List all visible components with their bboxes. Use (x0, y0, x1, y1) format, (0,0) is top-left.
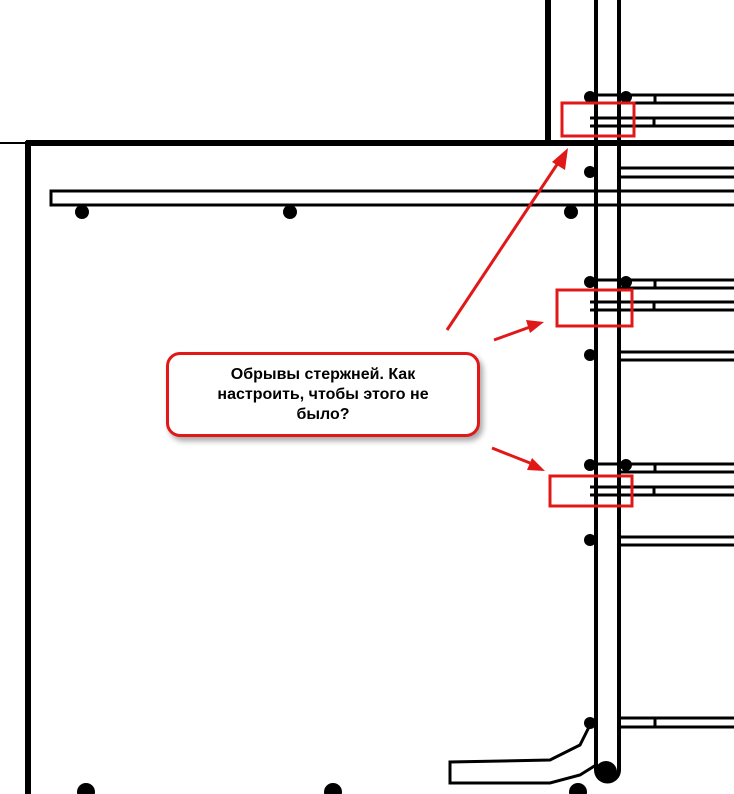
arrow-head-3 (527, 458, 545, 471)
highlight-box-1 (560, 101, 636, 138)
arrow-head-2 (526, 320, 544, 333)
stirrup-group-1 (590, 93, 734, 179)
annotation-text: Обрывы стержней. Как настроить, чтобы эт… (217, 365, 429, 423)
arrow-2 (493, 325, 531, 342)
stirrup-group-4 (619, 716, 734, 729)
rebar-dots (75, 91, 632, 794)
arrow-1 (445, 159, 562, 331)
bent-rebar (448, 724, 597, 785)
horizontal-rebar (49, 189, 734, 207)
stirrup-group-2 (590, 278, 734, 362)
highlight-box-2 (555, 288, 634, 328)
highlight-box-3 (548, 474, 634, 508)
stirrup-group-3 (590, 462, 734, 547)
arrow-head-1 (552, 148, 568, 170)
arrow-3 (491, 446, 531, 465)
annotation-callout: Обрывы стержней. Как настроить, чтобы эт… (166, 352, 480, 437)
